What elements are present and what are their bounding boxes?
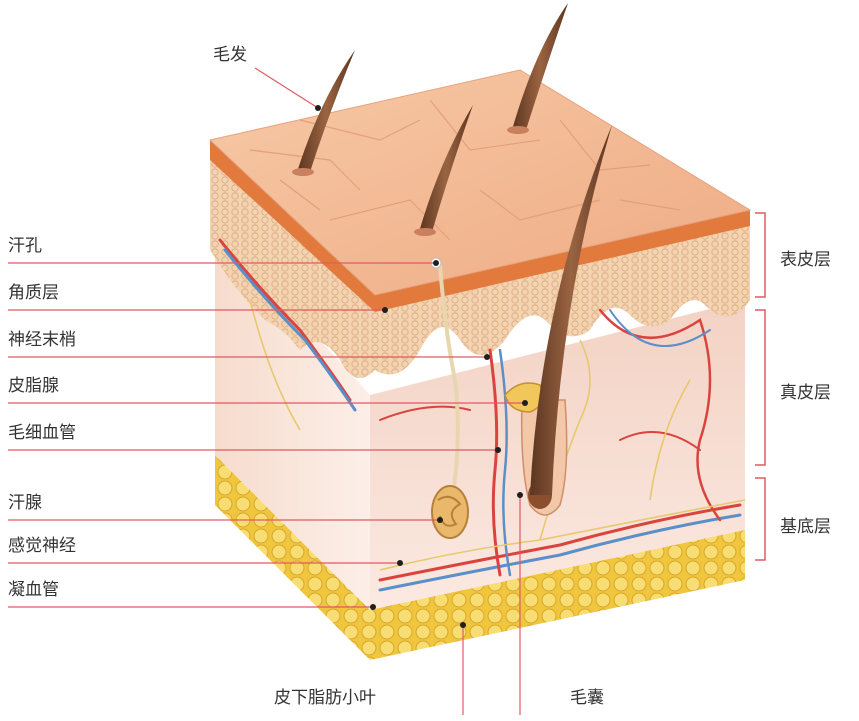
label-nerve-ending: 神经末梢 bbox=[8, 325, 76, 350]
label-sweat-pore: 汗孔 bbox=[8, 231, 42, 256]
label-sebaceous-gland: 皮脂腺 bbox=[8, 371, 59, 396]
label-stratum-corneum: 角质层 bbox=[8, 278, 59, 303]
label-sensory-nerve: 感觉神经 bbox=[8, 531, 76, 556]
layer-label-hypodermis: 基底层 bbox=[780, 512, 831, 537]
label-sweat-gland: 汗腺 bbox=[8, 488, 42, 513]
label-hair: 毛发 bbox=[213, 40, 247, 65]
layer-label-dermis: 真皮层 bbox=[780, 378, 831, 403]
layer-label-epidermis: 表皮层 bbox=[780, 245, 831, 270]
label-capillary: 毛细血管 bbox=[8, 418, 76, 443]
layer-brackets bbox=[755, 213, 765, 560]
label-hair-follicle: 毛囊 bbox=[570, 683, 604, 708]
label-blood-vessel: 凝血管 bbox=[8, 575, 59, 600]
label-fat-lobule: 皮下脂肪小叶 bbox=[274, 683, 376, 708]
